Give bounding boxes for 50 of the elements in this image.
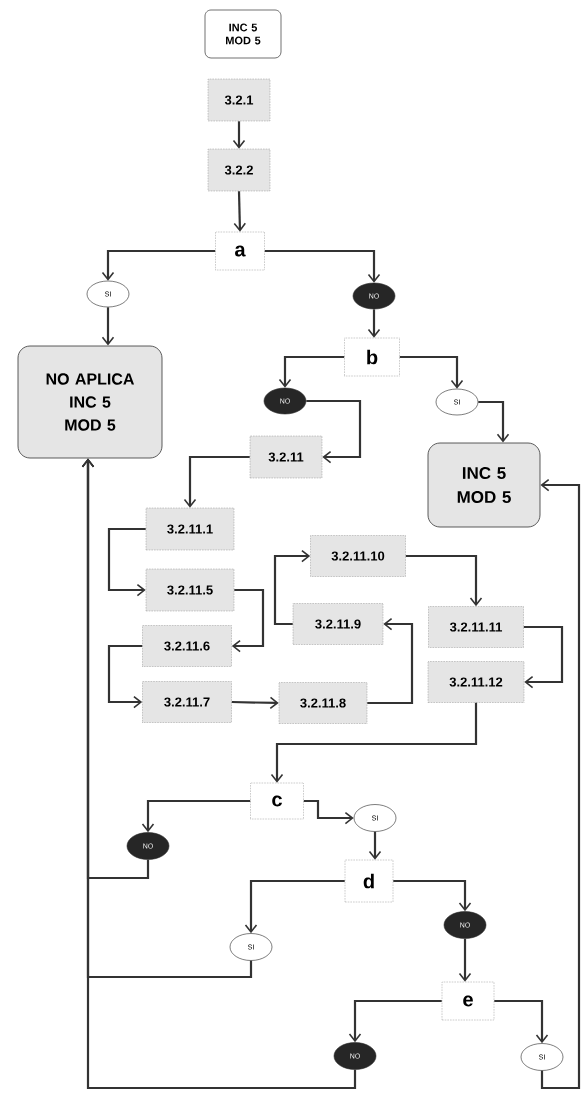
process-box: 3.2.11.6 [142, 625, 232, 667]
process-box: 3.2.11 [249, 435, 323, 479]
process-box: 3.2.11.8 [278, 682, 368, 724]
result-box: NO APLICA INC 5 MOD 5 [17, 345, 163, 459]
arrow [348, 999, 442, 1043]
process-box: 3.2.11.11 [428, 606, 524, 648]
arrow [306, 399, 362, 464]
arrow [494, 999, 549, 1044]
arrow [231, 696, 279, 710]
arrow [232, 121, 246, 149]
arrow [141, 799, 251, 833]
arrow [273, 549, 311, 626]
arrow [405, 554, 483, 607]
decision-box: a [215, 231, 265, 271]
start-box: INC 5 MOD 5 [204, 9, 282, 59]
arrow [523, 625, 564, 689]
arrow [233, 191, 247, 232]
arrow [101, 307, 115, 346]
decision-box: e [441, 981, 495, 1021]
arrow [270, 702, 478, 783]
arrow [399, 355, 464, 389]
arrow [367, 309, 381, 338]
decision-box: b [344, 337, 400, 377]
arrow [368, 831, 382, 860]
arrow [278, 355, 345, 388]
process-box: 3.2.11.10 [310, 535, 406, 577]
decision-box: d [344, 859, 394, 903]
arrow [478, 400, 510, 443]
result-box: INC 5 MOD 5 [427, 442, 541, 528]
process-box: 3.2.1 [207, 78, 271, 122]
process-box: 3.2.11.7 [142, 681, 232, 723]
arrow [107, 527, 146, 597]
arrow [101, 249, 216, 281]
arrow [458, 938, 472, 982]
decision-box: c [250, 782, 304, 820]
arrow [393, 879, 472, 912]
arrow [231, 588, 265, 653]
process-box: 3.2.2 [207, 148, 271, 192]
arrow [244, 879, 345, 934]
process-box: 3.2.11.9 [292, 603, 384, 645]
process-box: 3.2.11.5 [145, 568, 235, 612]
arrow [107, 644, 143, 709]
arrow [81, 458, 357, 1090]
process-box: 3.2.11.1 [145, 507, 235, 551]
arrow [264, 249, 381, 283]
arrow [367, 617, 414, 705]
arrow [540, 478, 581, 1090]
process-box: 3.2.11.12 [427, 661, 525, 703]
arrow [303, 799, 354, 825]
arrow [183, 455, 250, 508]
